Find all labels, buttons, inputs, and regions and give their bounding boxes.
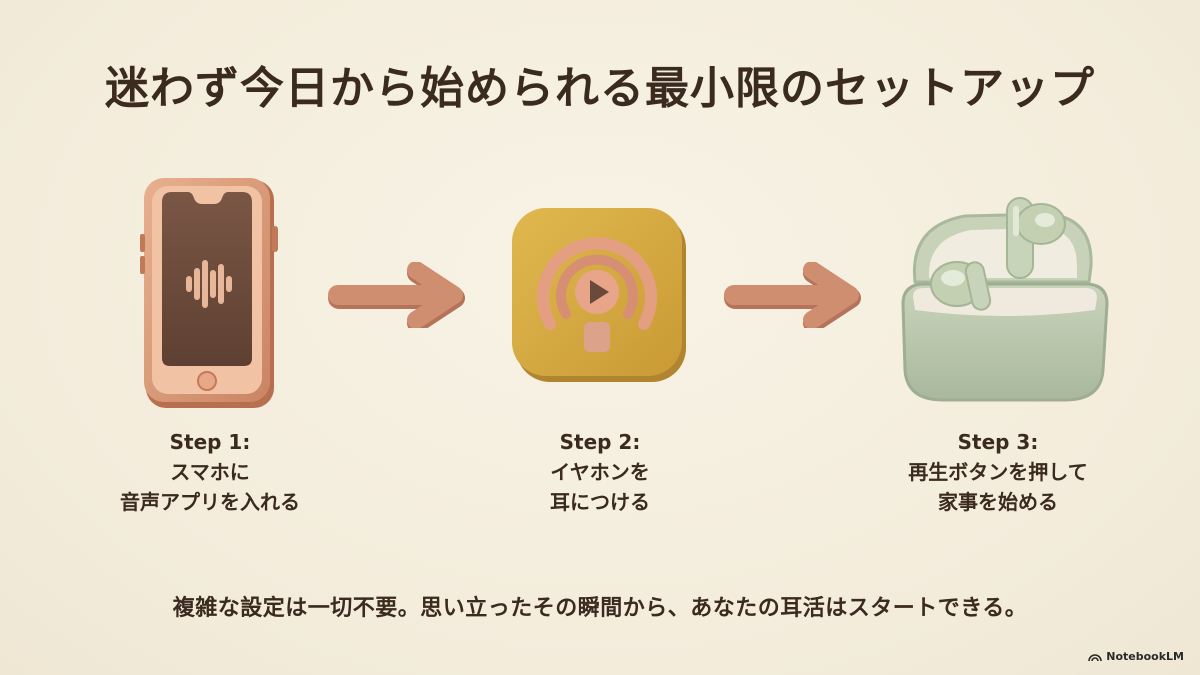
step-3-line-1: 再生ボタンを押して bbox=[908, 460, 1088, 484]
step-2-line-2: 耳につける bbox=[550, 490, 650, 514]
footer-caption: 複雑な設定は一切不要。思い立ったその瞬間から、あなたの耳活はスタートできる。 bbox=[172, 596, 1028, 621]
earbuds-case-icon bbox=[901, 197, 1109, 402]
smartphone-icon bbox=[140, 178, 278, 408]
step-2-label: Step 2: イヤホンを 耳につける bbox=[450, 427, 750, 517]
step-1-line-1: スマホに bbox=[170, 460, 250, 484]
step-3-label: Step 3: 再生ボタンを押して 家事を始める bbox=[848, 427, 1148, 517]
arrow-right-icon bbox=[328, 262, 465, 328]
podcast-app-icon bbox=[512, 208, 686, 382]
notebooklm-logo-icon bbox=[1088, 653, 1103, 661]
step-2-number: Step 2: bbox=[559, 430, 641, 454]
step-1-line-2: 音声アプリを入れる bbox=[120, 490, 300, 514]
step-2-line-1: イヤホンを bbox=[550, 460, 650, 484]
step-1-number: Step 1: bbox=[169, 430, 251, 454]
arrow-right-icon bbox=[724, 262, 861, 328]
step-3-line-2: 家事を始める bbox=[938, 490, 1058, 514]
step-1-label: Step 1: スマホに 音声アプリを入れる bbox=[60, 427, 360, 517]
step-3-number: Step 3: bbox=[957, 430, 1039, 454]
brand-watermark: NotebookLM bbox=[1088, 650, 1184, 663]
brand-name: NotebookLM bbox=[1106, 650, 1184, 663]
slide-title: 迷わず今日から始められる最小限のセットアップ bbox=[105, 63, 1095, 114]
